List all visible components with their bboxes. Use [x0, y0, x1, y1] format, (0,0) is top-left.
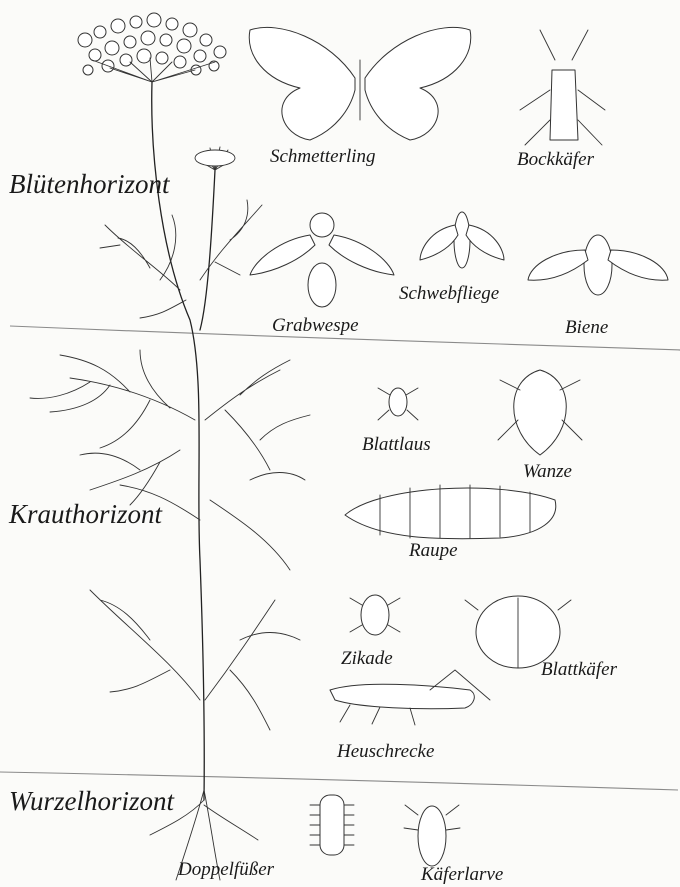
label-leafhopper: Zikade: [341, 649, 393, 668]
label-beetle-larva: Käferlarve: [421, 865, 503, 884]
bug-icon: [498, 370, 582, 455]
digger-wasp-icon: [250, 213, 394, 307]
butterfly-icon: [249, 27, 471, 140]
label-longhorn-beetle: Bockkäfer: [517, 150, 594, 169]
millipede-icon: [310, 795, 354, 855]
small-flower-head: [195, 147, 235, 170]
label-bee: Biene: [565, 318, 608, 337]
caterpillar-icon: [345, 485, 556, 539]
leafhopper-icon: [350, 595, 400, 635]
leaf-beetle-icon: [465, 596, 571, 668]
herb-leaves-left: [30, 350, 200, 520]
herb-leaves-right: [205, 360, 310, 570]
label-hoverfly: Schwebfliege: [399, 284, 499, 303]
lower-leaves: [90, 590, 300, 730]
label-digger-wasp: Grabwespe: [272, 316, 359, 335]
longhorn-beetle-icon: [520, 30, 605, 145]
aphid-icon: [378, 388, 418, 420]
horizon-label-root: Wurzelhorizont: [9, 788, 174, 815]
label-aphid: Blattlaus: [362, 435, 431, 454]
label-caterpillar: Raupe: [409, 541, 458, 560]
beetle-larva-icon: [404, 805, 460, 866]
label-grasshopper: Heuschrecke: [337, 742, 434, 761]
secondary-stem: [200, 170, 215, 330]
grasshopper-icon: [330, 670, 490, 725]
hoverfly-icon: [420, 212, 504, 268]
label-butterfly: Schmetterling: [270, 147, 376, 166]
horizon-label-herb: Krauthorizont: [9, 501, 162, 528]
label-leaf-beetle: Blattkäfer: [541, 660, 617, 679]
bee-icon: [528, 235, 668, 295]
upper-leaves: [100, 200, 262, 318]
label-millipede: Doppelfüßer: [178, 860, 274, 879]
horizon-label-flower: Blütenhorizont: [9, 171, 170, 198]
umbel-flower-head: [78, 13, 226, 82]
label-bug: Wanze: [523, 462, 572, 481]
